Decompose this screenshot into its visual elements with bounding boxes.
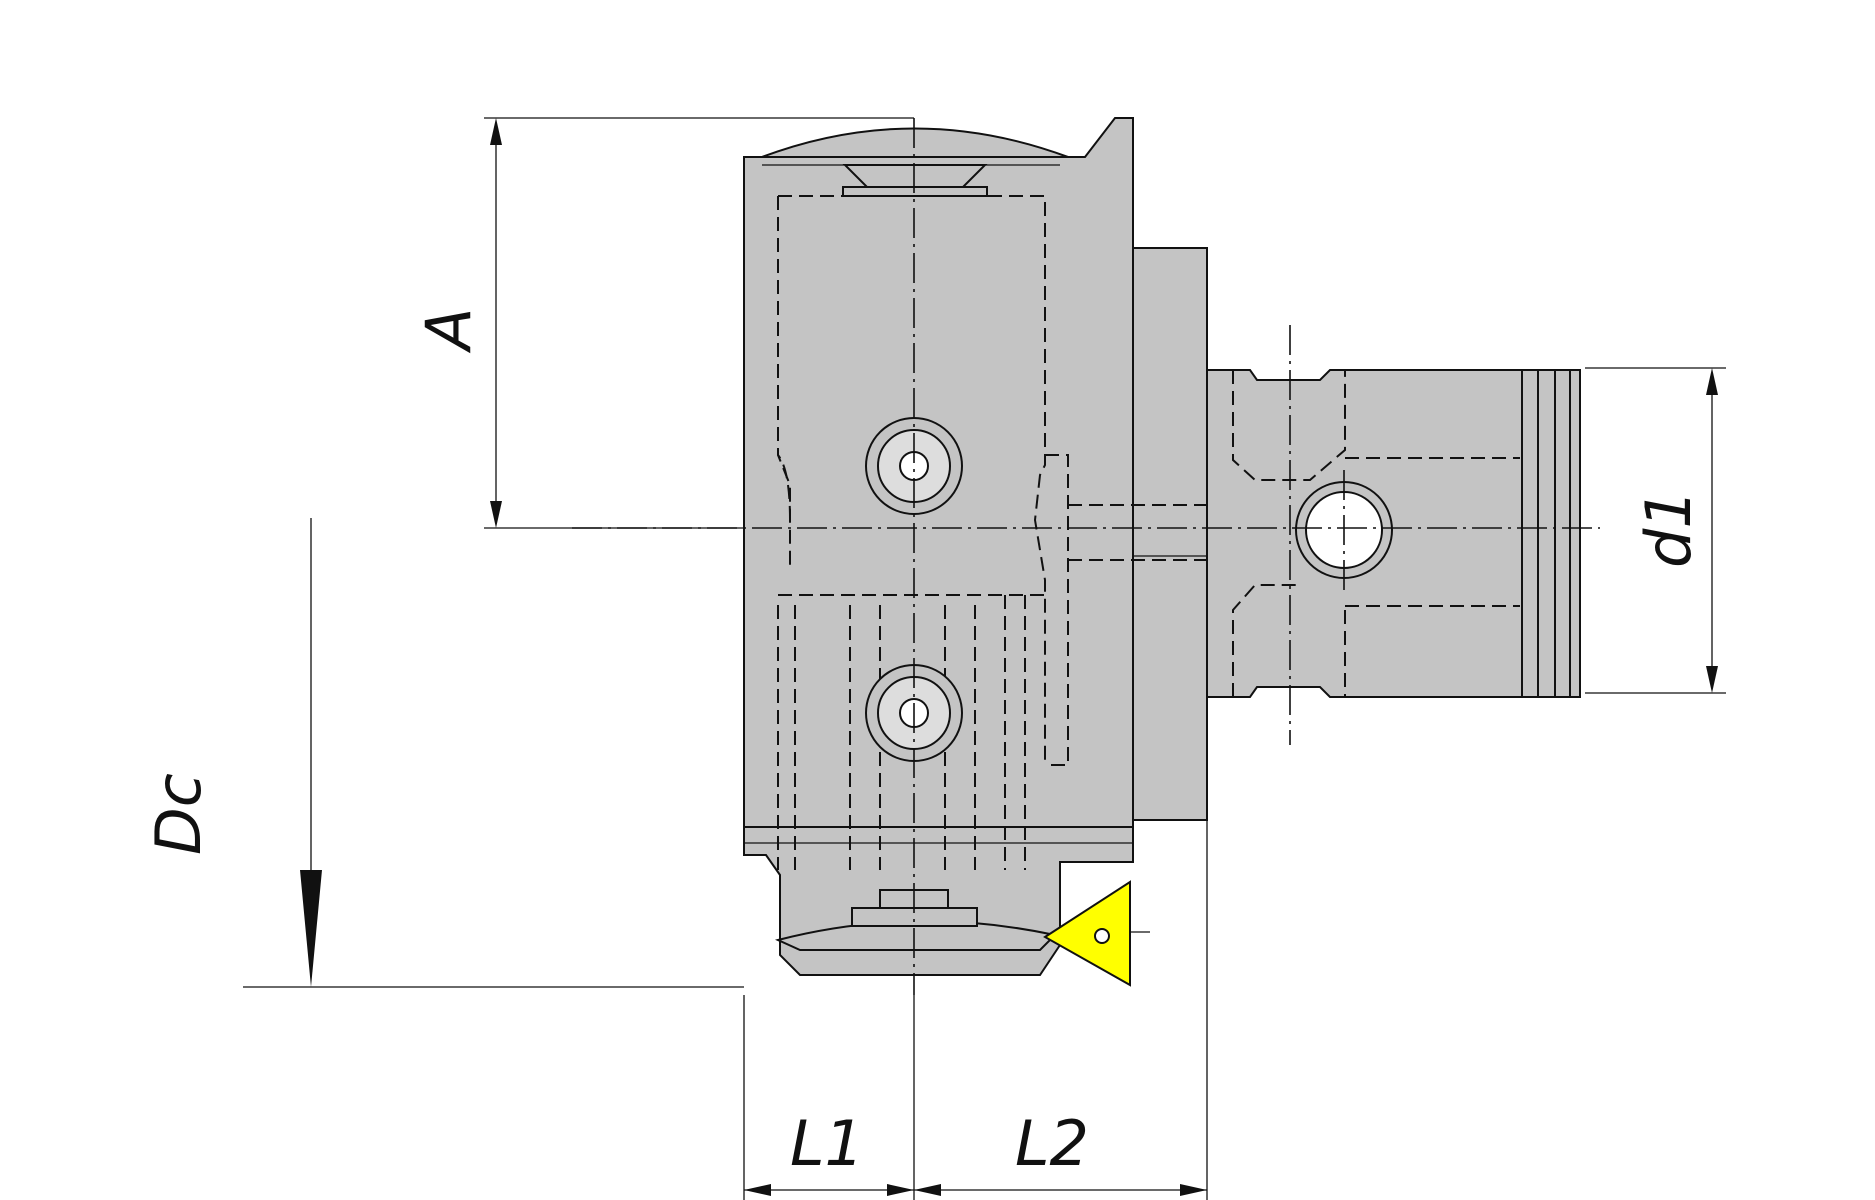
cutting-insert <box>1043 880 1150 987</box>
dimension-a: A <box>412 117 914 529</box>
dimension-d1: d1 <box>1585 367 1726 694</box>
dimension-dc: Dc <box>142 518 744 988</box>
label-d1: d1 <box>1632 489 1705 568</box>
label-l2: L2 <box>1015 1107 1089 1180</box>
dimension-l1-l2: L1 L2 <box>743 820 1208 1200</box>
shank <box>1206 369 1581 698</box>
hidden-lines <box>777 195 1520 870</box>
label-a: A <box>412 308 485 354</box>
upper-screw <box>865 417 963 515</box>
label-l1: L1 <box>790 1107 864 1180</box>
label-dc: Dc <box>142 773 215 855</box>
